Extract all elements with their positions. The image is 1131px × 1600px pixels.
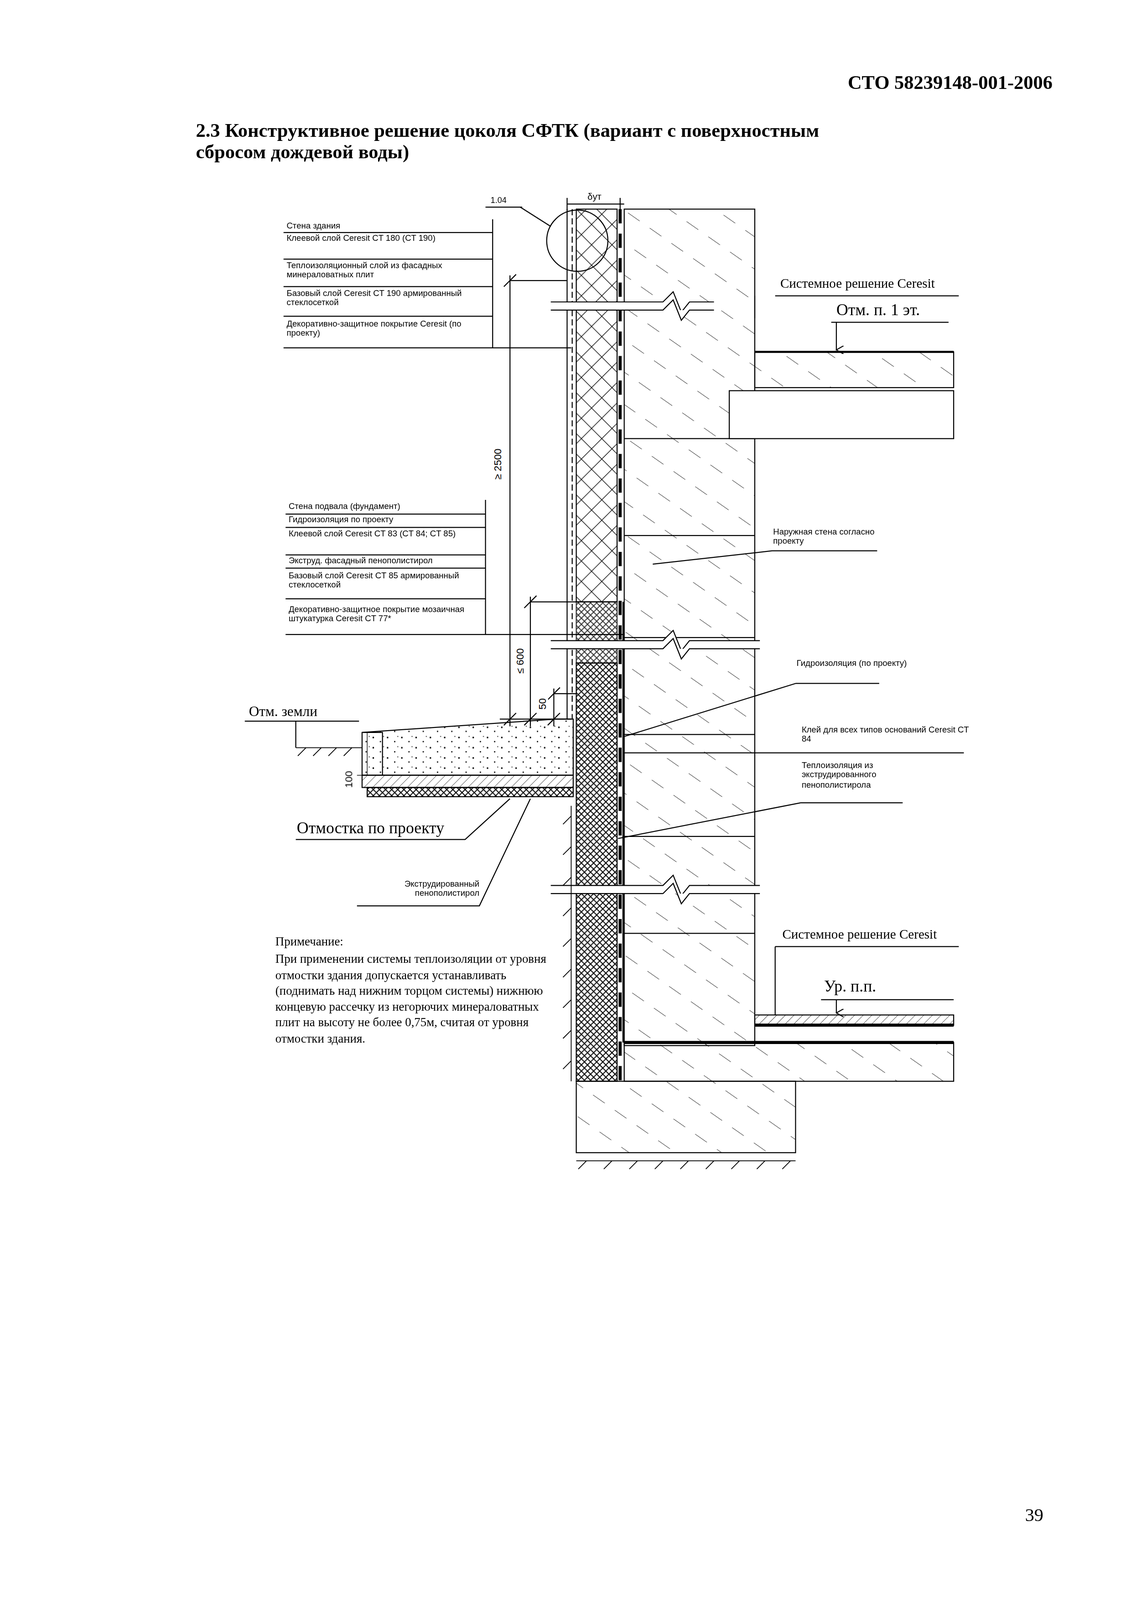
layer-label: Отмостка по проекту (296, 819, 445, 838)
layer-label: Клей для всех типов оснований Ceresit CT… (801, 725, 976, 745)
page-number: 39 (1025, 1504, 1044, 1526)
layer-label: Стена здания (286, 221, 491, 231)
note-text: При применении системы теплоизоляции от … (275, 951, 551, 1048)
layer-label: Теплоизоляционный слой из фасадных минер… (286, 261, 491, 281)
level-mark: Отм. п. 1 эт. (836, 300, 920, 320)
dimension-label: δут (587, 191, 602, 203)
dimension-label: 100 (342, 769, 355, 789)
note-text: Примечание: (275, 935, 344, 950)
layer-label: Наружная стена согласно проекту (773, 527, 901, 547)
layer-label: Клеевой слой Ceresit CT 180 (CT 190) (286, 233, 491, 244)
layer-label: Гидроизоляция (по проекту) (796, 658, 909, 669)
layer-label: Клеевой слой Ceresit CT 83 (CT 84; CT 85… (288, 529, 485, 540)
layer-label: Стена подвала (фундамент) (288, 501, 485, 512)
layer-label: 1.04 (490, 197, 507, 207)
layer-label: Базовый слой Ceresit CT 85 армированный … (288, 570, 485, 591)
dimension-label: ≤ 600 (514, 647, 526, 675)
dimension-label: 50 (536, 697, 549, 711)
layer-label: Экструд. фасадный пенополистирол (288, 555, 485, 566)
section-title: 2.3 Конструктивное решение цоколя СФТК (… (195, 119, 849, 163)
layer-label: Декоративно-защитное покрытие мозаичная … (288, 604, 485, 624)
level-mark: Отм. земли (249, 703, 318, 720)
layer-label: Теплоизоляция из экструдированного пеноп… (801, 760, 935, 789)
layer-label: Экструдированный пенополистирол (358, 879, 480, 899)
dimension-label: ≥ 2500 (492, 447, 504, 481)
document-code: СТО 58239148-001-2006 (775, 71, 1053, 94)
layer-label: Декоративно-защитное покрытие Ceresit (п… (286, 319, 491, 339)
layer-label: Гидроизоляция по проекту (288, 514, 485, 525)
level-mark: Ур. п.п. (824, 977, 877, 996)
layer-label: Системное решение Ceresit (782, 927, 937, 943)
layer-label: Базовый слой Ceresit CT 190 армированный… (286, 288, 491, 308)
layer-label: Системное решение Ceresit (780, 276, 935, 292)
